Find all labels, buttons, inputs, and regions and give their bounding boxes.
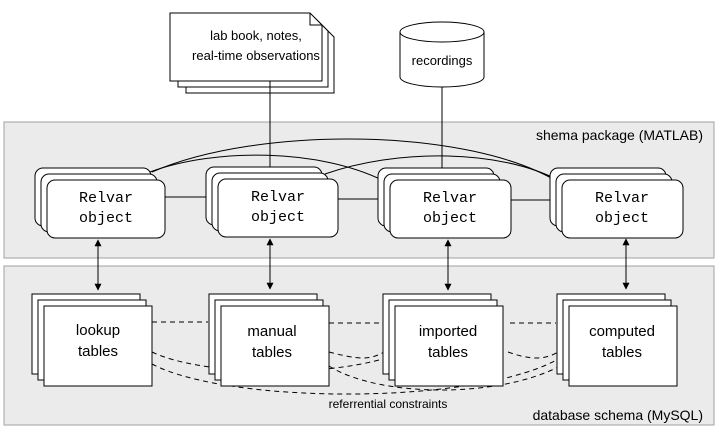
constraints-label: referrential constraints [329, 397, 448, 411]
relvar-1-to-relvar-3-curve [149, 154, 387, 183]
lookup-tables-line-2: tables [78, 343, 118, 360]
relvar-object-3[interactable]: Relvar object [377, 167, 512, 239]
lookup-tables[interactable]: lookup tables [31, 293, 153, 387]
relvar-object-4[interactable]: Relvar object [549, 167, 684, 239]
relvar-2-line-1: Relvar [251, 189, 305, 206]
computed-tables-line-2: tables [602, 344, 642, 361]
database-schema-label: database schema (MySQL) [533, 407, 703, 423]
manual-tables-line-2: tables [252, 344, 292, 361]
lookup-tables-line-1: lookup [76, 322, 120, 339]
relvar-3-line-2: object [423, 210, 477, 227]
relvar-2-to-relvar-4-curve [324, 155, 559, 181]
manual-tables-line-1: manual [247, 323, 296, 340]
relvar-1-line-1: Relvar [79, 190, 133, 207]
notes-document: lab book, notes, real-time observations [169, 12, 335, 94]
relvar-4-line-2: object [595, 210, 649, 227]
manual-tables[interactable]: manual tables [208, 293, 330, 387]
imported-tables-line-1: imported [419, 323, 477, 340]
relvar-object-1[interactable]: Relvar object [34, 167, 166, 239]
relvar-4-line-1: Relvar [595, 190, 649, 207]
computed-tables[interactable]: computed tables [556, 293, 678, 387]
recordings-database: recordings [399, 21, 485, 88]
connections [94, 81, 630, 291]
recordings-label: recordings [412, 53, 473, 68]
relvar-3-line-1: Relvar [423, 190, 477, 207]
imported-tables[interactable]: imported tables [382, 293, 504, 387]
notes-line-2: real-time observations [192, 48, 320, 63]
imported-tables-line-2: tables [428, 344, 468, 361]
computed-tables-line-1: computed [589, 323, 655, 340]
notes-line-1: lab book, notes, [210, 28, 302, 43]
schema-package-label: shema package (MATLAB) [536, 127, 703, 143]
relvar-2-line-2: object [251, 209, 305, 226]
relvar-1-to-relvar-4-curve [151, 138, 559, 183]
relvar-1-line-2: object [79, 210, 133, 227]
relvar-object-2[interactable]: Relvar object [205, 166, 339, 238]
